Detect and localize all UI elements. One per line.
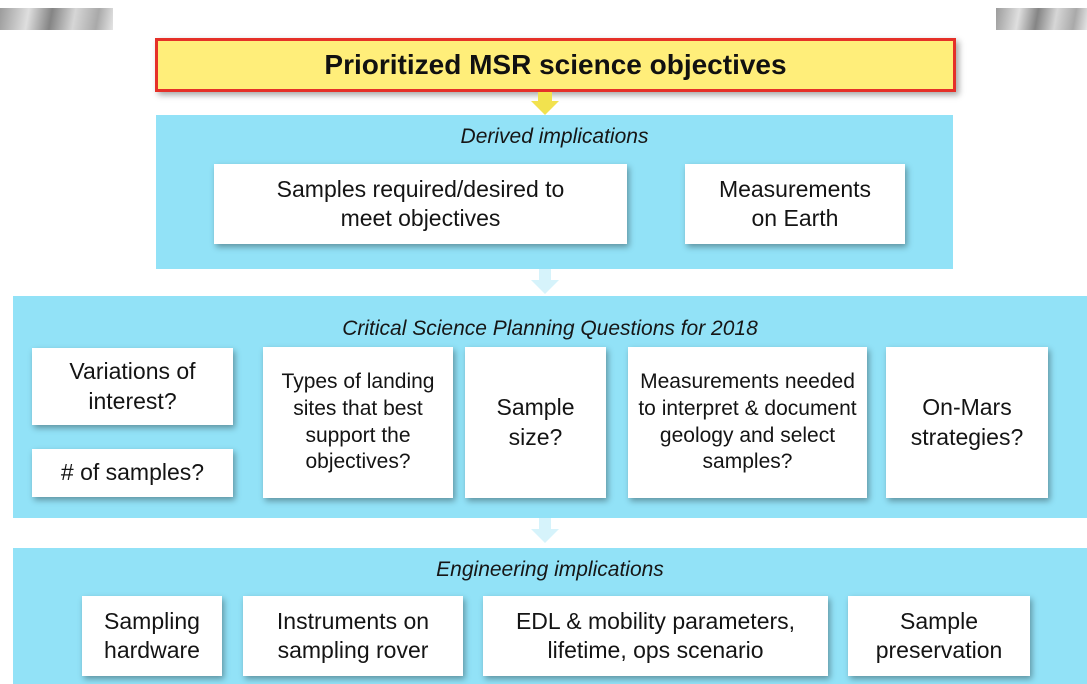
- critical-item-number-of-samples: # of samples?: [32, 449, 233, 497]
- derived-item-measurements: Measurements on Earth: [685, 164, 905, 244]
- flow-arrow-3: [531, 529, 559, 543]
- flow-arrow-stem-2: [539, 269, 551, 281]
- derived-item-samples: Samples required/desired to meet objecti…: [214, 164, 627, 244]
- flow-arrow-stem-1: [538, 92, 552, 102]
- corner-photo-right: [996, 8, 1087, 30]
- corner-photo-left: [0, 8, 113, 30]
- title-box: Prioritized MSR science objectives: [155, 38, 956, 92]
- engineering-item-edl-mobility: EDL & mobility parameters, lifetime, ops…: [483, 596, 828, 676]
- derived-implications-heading: Derived implications: [460, 125, 649, 148]
- critical-item-sample-size: Sample size?: [465, 347, 606, 498]
- title-text: Prioritized MSR science objectives: [324, 49, 787, 80]
- critical-questions-heading: Critical Science Planning Questions for …: [342, 317, 758, 340]
- critical-item-landing-sites: Types of landing sites that best support…: [263, 347, 453, 498]
- engineering-item-instruments: Instruments on sampling rover: [243, 596, 463, 676]
- engineering-item-sample-preservation: Sample preservation: [848, 596, 1030, 676]
- engineering-item-sampling-hardware: Sampling hardware: [82, 596, 222, 676]
- flow-arrow-2: [531, 280, 559, 294]
- flow-arrow-1: [531, 101, 559, 115]
- engineering-implications-heading: Engineering implications: [436, 558, 664, 581]
- flow-arrow-stem-3: [539, 518, 551, 530]
- critical-item-on-mars-strategies: On-Mars strategies?: [886, 347, 1048, 498]
- critical-item-variations: Variations of interest?: [32, 348, 233, 425]
- critical-item-measurements-geology: Measurements needed to interpret & docum…: [628, 347, 867, 498]
